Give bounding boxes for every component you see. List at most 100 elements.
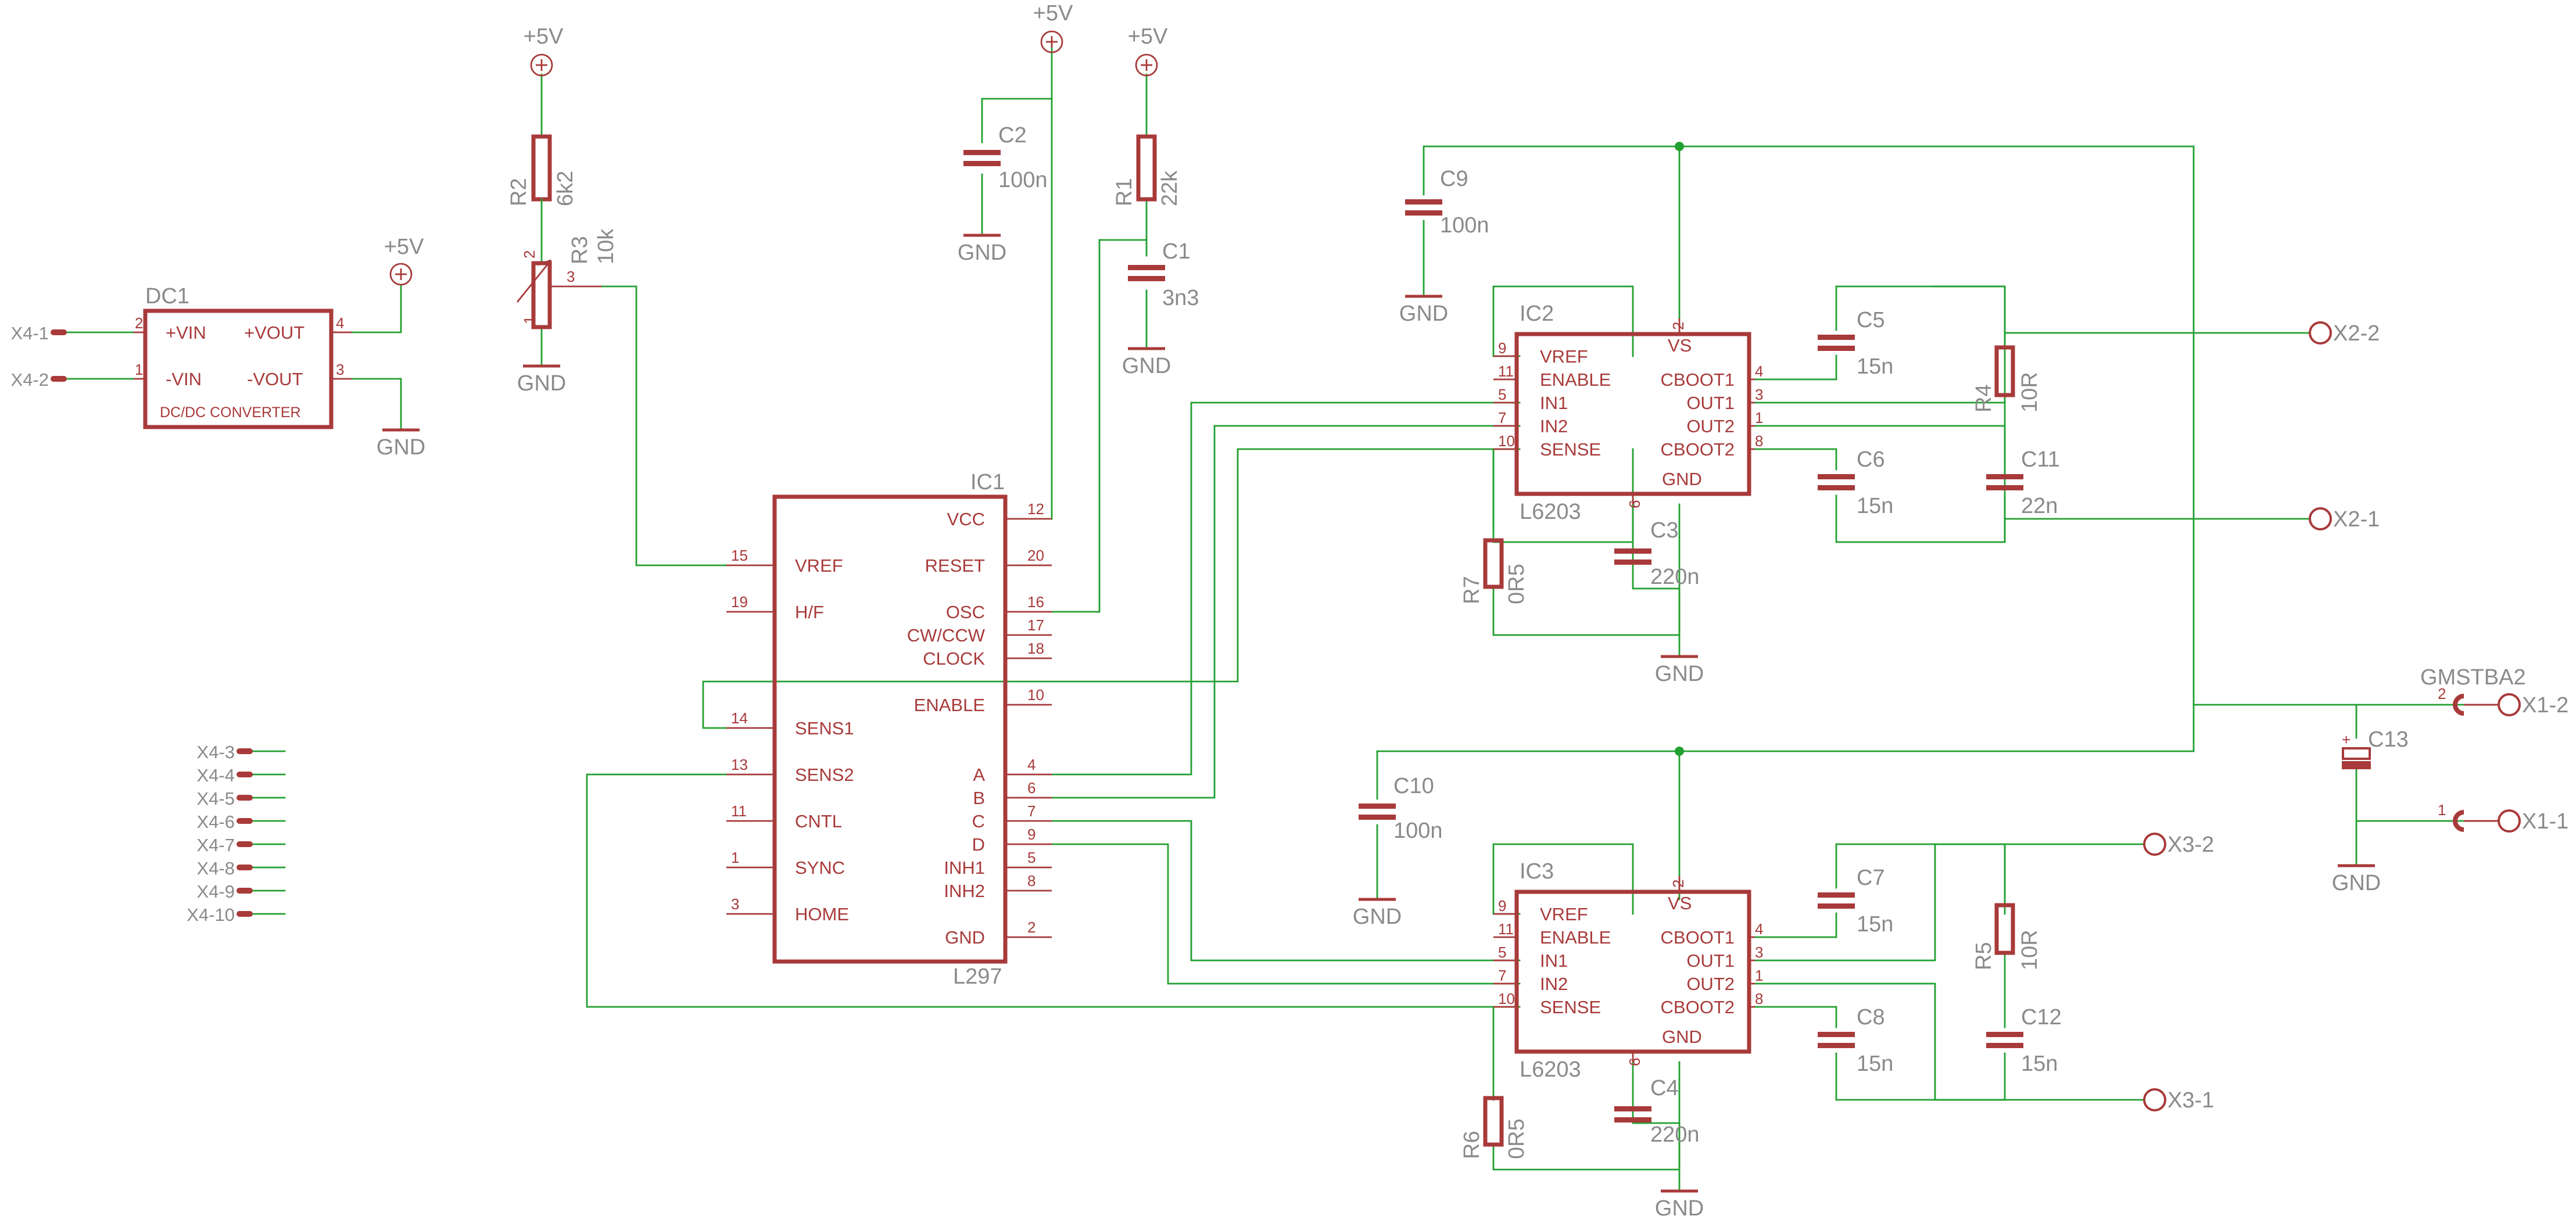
cap-value: 100n	[1440, 213, 1489, 238]
cap-value: 22n	[2021, 494, 2058, 518]
connector-x4-10[interactable]: X4-10	[187, 905, 253, 925]
ic1-pin-number: 17	[1027, 616, 1044, 634]
driver-pin-name: SENSE	[1540, 439, 1601, 460]
cap-value: 15n	[2021, 1052, 2058, 1076]
connector-x4-5[interactable]: X4-5	[197, 788, 253, 809]
svg-text:4: 4	[1755, 363, 1763, 380]
connector-x3-2[interactable]: X3-2	[2143, 833, 2214, 857]
resistor-r6[interactable]: R6 0R5	[1460, 1096, 1529, 1159]
svg-text:R7: R7	[1460, 576, 1484, 604]
dc1-converter[interactable]: DC1 2 1 4 3 +VIN -VIN +VOUT -VOUT DC/DC …	[134, 284, 352, 429]
ic1-pin-name: CW/CCW	[907, 625, 986, 645]
ic1-pin-name: HOME	[795, 904, 849, 924]
ic1-value: L297	[953, 964, 1002, 989]
ic1-pin-name: SYNC	[795, 858, 845, 878]
gnd-symbol: GND	[958, 234, 1006, 265]
connector-x4-8[interactable]: X4-8	[197, 858, 253, 878]
svg-text:R3: R3	[568, 236, 592, 264]
connector-x4-3[interactable]: X4-3	[197, 742, 253, 762]
connector-x2-1[interactable]: X2-1	[2309, 507, 2380, 532]
resistor-r4[interactable]: R4 10R	[1972, 345, 2042, 413]
svg-text:1: 1	[2438, 801, 2446, 819]
svg-text:1: 1	[521, 316, 538, 324]
connector-x2-2[interactable]: X2-2	[2309, 321, 2380, 346]
svg-text:6: 6	[1626, 1058, 1643, 1066]
svg-text:X4-8: X4-8	[197, 858, 235, 878]
svg-text:7: 7	[1498, 409, 1506, 426]
cap-name: C1	[1162, 239, 1191, 264]
svg-text:X4-2: X4-2	[11, 370, 49, 390]
svg-text:10R: 10R	[2018, 372, 2042, 413]
svg-text:R6: R6	[1460, 1131, 1484, 1159]
svg-text:1: 1	[1755, 409, 1763, 426]
cap-value: 100n	[1393, 819, 1443, 843]
gnd-label: GND	[1399, 302, 1448, 326]
driver-pin-name: OUT2	[1686, 416, 1735, 436]
svg-text:2: 2	[1669, 322, 1687, 330]
ic1-pin-number: 14	[731, 709, 748, 727]
svg-text:-VOUT: -VOUT	[247, 369, 303, 389]
connector-x4-9[interactable]: X4-9	[197, 881, 253, 902]
cap-name: C8	[1857, 1005, 1885, 1030]
capacitor-c13[interactable]: + C13	[2342, 727, 2409, 769]
ic3-l6203[interactable]: IC3L620326VSGND9115710VREFENABLEIN1IN2SE…	[1493, 859, 1763, 1082]
ic1-pin-name: SENS1	[795, 718, 854, 738]
ic1-pin-number: 13	[731, 756, 748, 773]
svg-text:6k2: 6k2	[553, 171, 578, 206]
capacitor-c9[interactable]: C9 100n	[1405, 167, 1489, 238]
driver-pin-name: OUT2	[1686, 974, 1735, 994]
ic1-pin-number: 2	[1027, 919, 1036, 936]
driver-pin-name: SENSE	[1540, 997, 1601, 1017]
gnd-label: GND	[1353, 905, 1402, 929]
resistor-r5[interactable]: R5 10R	[1972, 903, 2042, 970]
svg-text:X4-1: X4-1	[11, 323, 49, 343]
connector-x4-6[interactable]: X4-6	[197, 812, 253, 832]
resistor-r1[interactable]: R1 22k	[1112, 134, 1182, 206]
resistor-r7[interactable]: R7 0R5	[1460, 538, 1529, 604]
svg-text:10: 10	[1498, 990, 1515, 1007]
svg-text:8: 8	[1755, 432, 1763, 450]
connector-x3-1[interactable]: X3-1	[2143, 1088, 2214, 1113]
ic2-l6203[interactable]: IC2L620326VSGND9115710VREFENABLEIN1IN2SE…	[1493, 302, 1763, 524]
cap-name: C5	[1857, 308, 1885, 332]
driver-pin-name: OUT1	[1686, 951, 1735, 971]
dc1-name: DC1	[145, 284, 189, 309]
connector-x1-2[interactable]: X1-22	[2438, 685, 2568, 718]
svg-text:0R5: 0R5	[1504, 564, 1529, 604]
gnd-symbol: GND	[517, 364, 566, 396]
potentiometer-r3[interactable]: R3 10k 3 2 1	[516, 228, 618, 329]
gnd-label: GND	[377, 435, 425, 460]
svg-text:10R: 10R	[2018, 930, 2042, 970]
driver-name: IC2	[1520, 302, 1554, 326]
cap-value: 15n	[1857, 912, 1893, 937]
connector-x1-1[interactable]: X1-11	[2438, 801, 2568, 834]
gnd-label: GND	[1655, 662, 1704, 686]
connector-x4-2[interactable]: X4-2	[11, 370, 67, 390]
cap-name: C3	[1650, 518, 1679, 543]
ic1-pin-name: CLOCK	[923, 648, 985, 669]
svg-text:+VOUT: +VOUT	[244, 322, 304, 343]
resistor-r2[interactable]: R2 6k2	[507, 134, 578, 206]
vcc-label: +5V	[524, 24, 564, 49]
driver-pin-name: IN2	[1540, 974, 1568, 994]
cap-name: C9	[1440, 167, 1468, 191]
connector-x4-1[interactable]: X4-1	[11, 323, 67, 343]
driver-pin-name: VREF	[1540, 346, 1588, 367]
svg-text:X4-4: X4-4	[197, 765, 235, 786]
connector-x4-7[interactable]: X4-7	[197, 835, 253, 855]
ic1-pin-number: 8	[1027, 872, 1036, 890]
connector-x4-4[interactable]: X4-4	[197, 765, 253, 786]
